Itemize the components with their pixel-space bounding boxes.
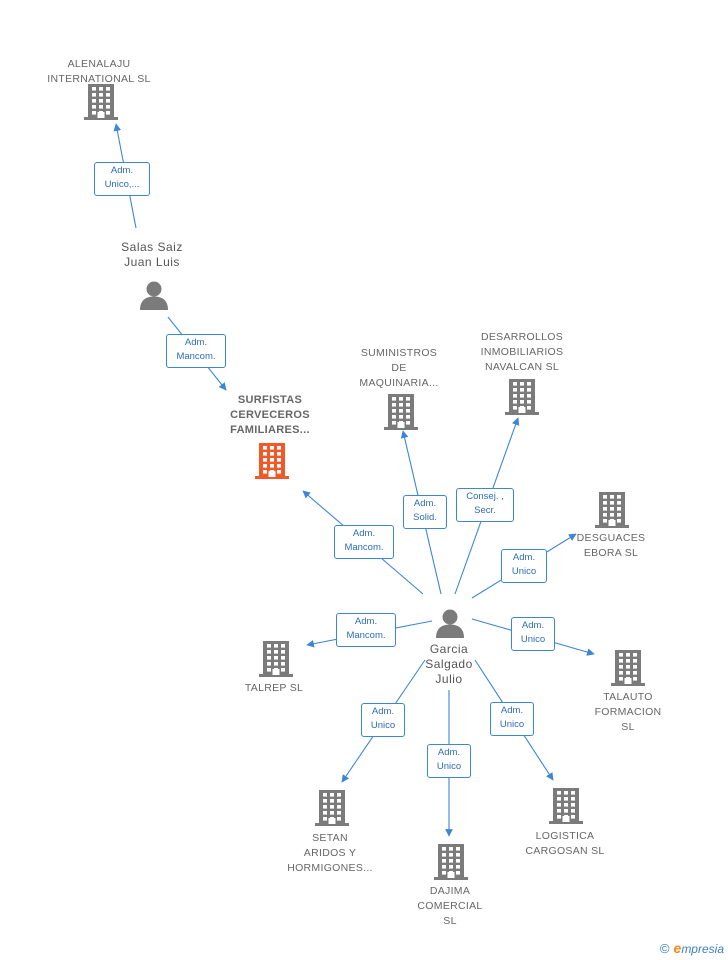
node-label[interactable]: SUMINISTROS DE MAQUINARIA... xyxy=(359,347,439,389)
edge-label-garcia-desguaces[interactable]: Adm. Unico xyxy=(501,549,547,583)
edge-label-salas-alenalaju[interactable]: Adm. Unico,... xyxy=(94,162,150,196)
node-label[interactable]: TALREP SL xyxy=(244,682,304,694)
brand-logo-letter: e xyxy=(673,940,682,956)
building-icon[interactable] xyxy=(315,790,349,831)
node-label[interactable]: DAJIMA COMERCIAL SL xyxy=(417,885,483,927)
edge-label-garcia-dajima[interactable]: Adm. Unico xyxy=(427,744,471,778)
node-label[interactable]: LOGISTICA CARGOSAN SL xyxy=(525,830,605,857)
building-icon[interactable] xyxy=(549,788,583,829)
building-icon[interactable] xyxy=(595,492,629,533)
node-label[interactable]: Garcia Salgado Julio xyxy=(425,642,473,686)
edge-label-garcia-logistica[interactable]: Adm. Unico xyxy=(490,702,534,736)
building-icon[interactable] xyxy=(259,641,293,682)
edge-label-garcia-surfistas[interactable]: Adm. Mancom. xyxy=(334,525,394,559)
node-label[interactable]: DESGUACES EBORA SL xyxy=(576,532,646,559)
person-icon[interactable] xyxy=(435,608,465,643)
node-label[interactable]: DESARROLLOS INMOBILIARIOS NAVALCAN SL xyxy=(480,331,564,373)
node-label[interactable]: SETAN ARIDOS Y HORMIGONES... xyxy=(287,832,373,874)
node-label[interactable]: ALENALAJU INTERNATIONAL SL xyxy=(47,58,151,85)
node-label[interactable]: Salas Saiz Juan Luis xyxy=(121,240,183,269)
building-icon[interactable] xyxy=(255,443,289,484)
building-icon[interactable] xyxy=(505,379,539,420)
person-icon[interactable] xyxy=(139,280,169,315)
building-icon[interactable] xyxy=(384,394,418,435)
edge-label-garcia-desarrollos[interactable]: Consej. , Secr. xyxy=(456,488,514,522)
edge-label-garcia-talrep[interactable]: Adm. Mancom. xyxy=(336,613,396,647)
building-icon[interactable] xyxy=(611,650,645,691)
building-icon[interactable] xyxy=(84,84,118,125)
brand-name: mpresia xyxy=(681,942,724,956)
node-label[interactable]: SURFISTAS CERVECEROS FAMILIARES... xyxy=(230,394,310,436)
footer-brand[interactable]: ©empresia xyxy=(660,940,724,956)
node-label[interactable]: TALAUTO FORMACION SL xyxy=(594,691,662,733)
edge-label-salas-surfistas[interactable]: Adm. Mancom. xyxy=(166,334,226,368)
copyright-symbol: © xyxy=(659,941,670,956)
edge-label-garcia-setan[interactable]: Adm. Unico xyxy=(361,703,405,737)
edge-label-garcia-suministros[interactable]: Adm. Solid. xyxy=(403,495,447,529)
building-icon[interactable] xyxy=(434,844,468,885)
edge-label-garcia-talauto[interactable]: Adm. Unico xyxy=(511,617,555,651)
